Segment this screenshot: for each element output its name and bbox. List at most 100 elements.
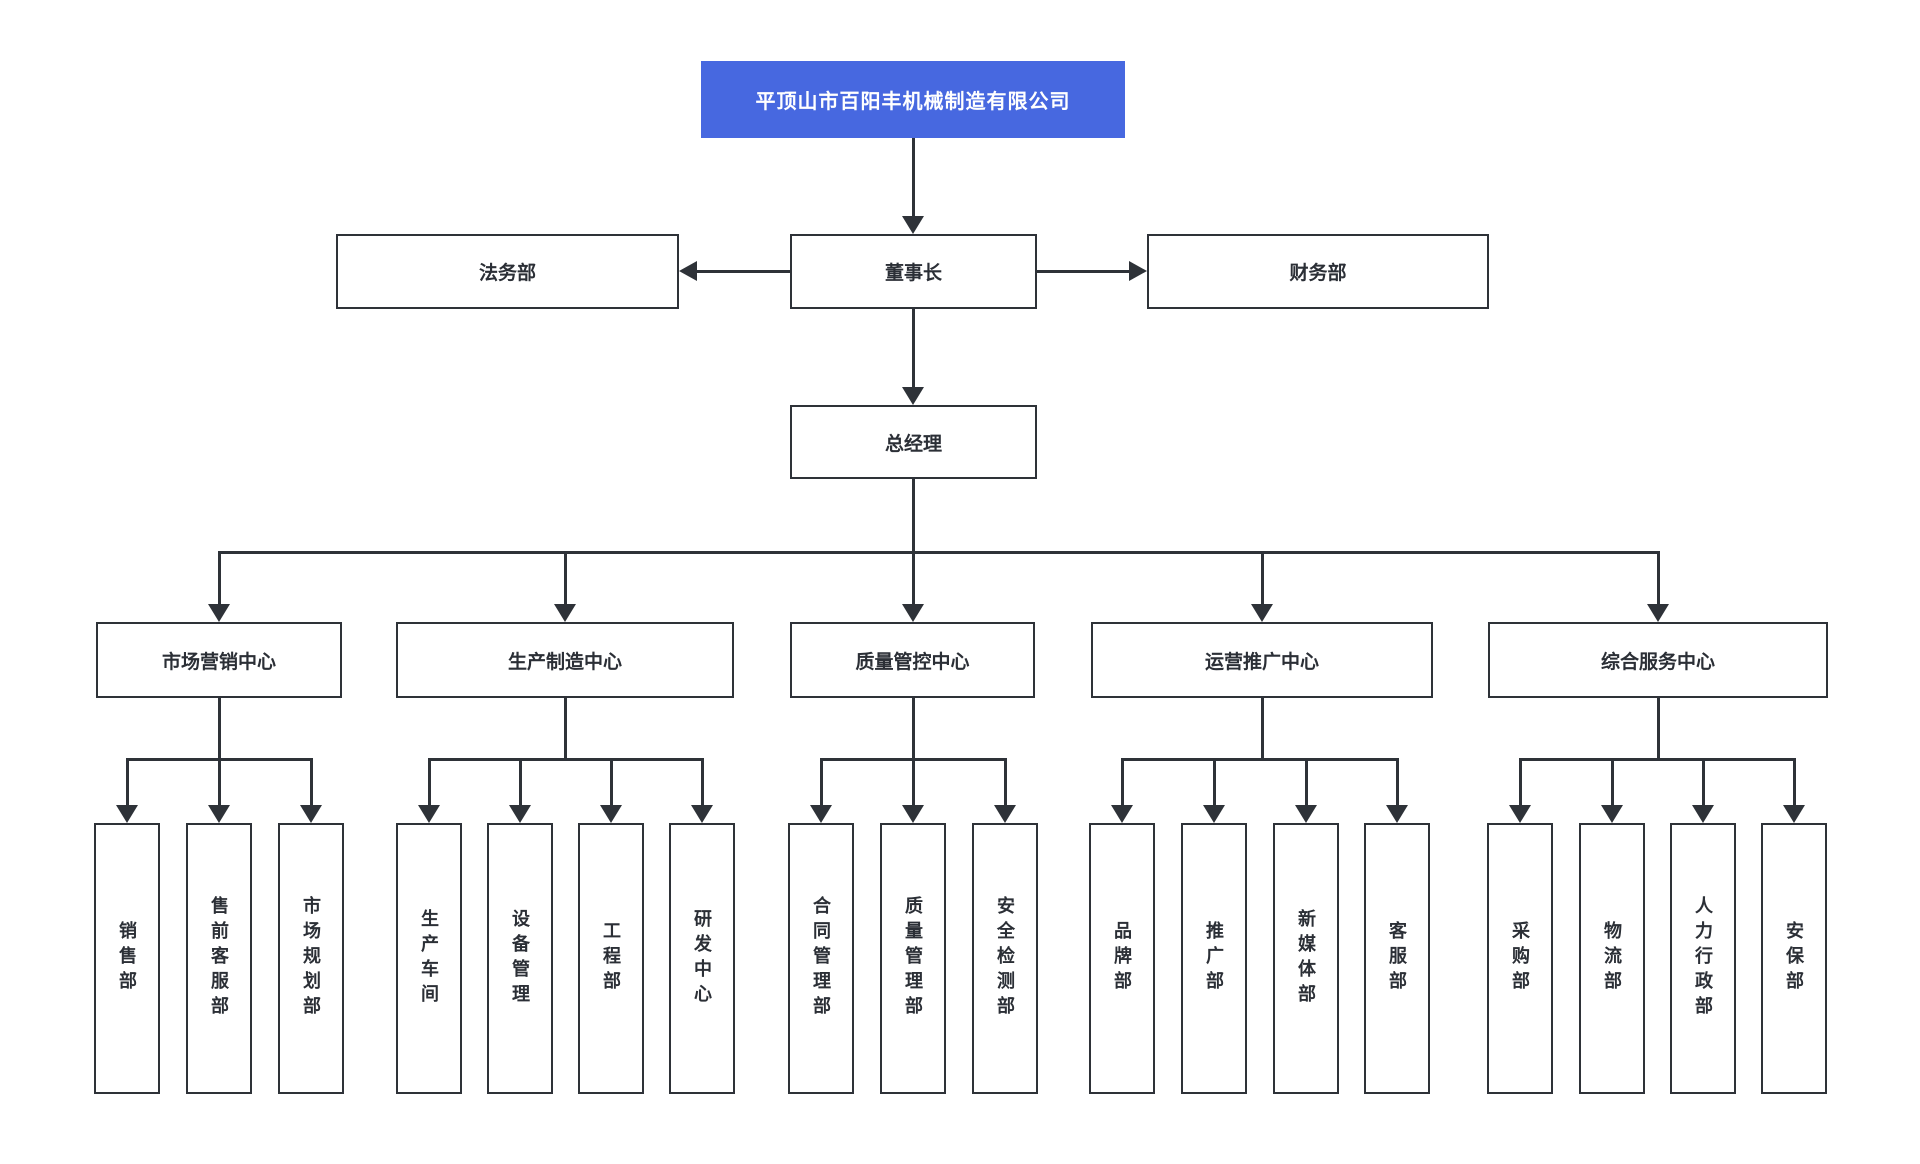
connector-stem-center-4 [1261, 698, 1264, 758]
arrow-down-icon [1601, 805, 1623, 823]
dept-label: 人力行政部 [1693, 896, 1713, 1021]
arrow-down-icon [994, 805, 1016, 823]
node-dept-presales: 售前客服部 [186, 823, 252, 1094]
arrow-down-icon [1295, 805, 1317, 823]
node-dept-hr-admin: 人力行政部 [1670, 823, 1736, 1094]
connector-bus-group-4 [1121, 758, 1398, 761]
dept-label: 客服部 [1387, 921, 1407, 996]
node-center-operations: 运营推广中心 [1091, 622, 1433, 698]
connector-drop-dept [1519, 758, 1522, 805]
connector-chairman-to-legal [697, 270, 790, 273]
arrow-down-icon [902, 387, 924, 405]
connector-drop-dept [701, 758, 704, 805]
connector-stem-center-3 [912, 698, 915, 758]
arrow-down-icon [810, 805, 832, 823]
arrow-down-icon [116, 805, 138, 823]
node-general-manager: 总经理 [790, 405, 1037, 479]
dept-label: 推广部 [1204, 921, 1224, 996]
dept-label: 市场规划部 [301, 896, 321, 1021]
node-center-manufacturing: 生产制造中心 [396, 622, 734, 698]
company-name-label: 平顶山市百阳丰机械制造有限公司 [755, 91, 1071, 113]
node-chairman: 董事长 [790, 234, 1037, 309]
connector-drop-dept [126, 758, 129, 805]
node-dept-brand: 品牌部 [1089, 823, 1155, 1094]
arrow-down-icon [902, 805, 924, 823]
dept-label: 设备管理 [510, 908, 530, 1009]
node-company-root: 平顶山市百阳丰机械制造有限公司 [701, 61, 1125, 138]
connector-drop-dept [218, 758, 221, 805]
node-dept-safety-testing: 安全检测部 [972, 823, 1038, 1094]
connector-stem-center-1 [218, 698, 221, 758]
arrow-down-icon [1111, 805, 1133, 823]
center-label: 市场营销中心 [161, 651, 276, 673]
arrow-down-icon [208, 604, 230, 622]
legal-dept-label: 法务部 [478, 263, 536, 284]
connector-drop-dept [1793, 758, 1796, 805]
node-dept-engineering: 工程部 [578, 823, 644, 1094]
node-dept-security: 安保部 [1761, 823, 1827, 1094]
connector-drop-dept [519, 758, 522, 805]
connector-drop-dept [912, 758, 915, 805]
node-dept-new-media: 新媒体部 [1273, 823, 1339, 1094]
arrow-down-icon [1783, 805, 1805, 823]
dept-label: 研发中心 [692, 908, 712, 1009]
connector-drop-dept [820, 758, 823, 805]
node-dept-sales: 销售部 [94, 823, 160, 1094]
connector-bus-group-5 [1519, 758, 1795, 761]
connector-drop-dept [1396, 758, 1399, 805]
connector-chairman-to-gm [912, 309, 915, 387]
arrow-down-icon [509, 805, 531, 823]
dept-label: 销售部 [117, 921, 137, 996]
dept-label: 采购部 [1510, 921, 1530, 996]
connector-drop-dept [1305, 758, 1308, 805]
dept-label: 售前客服部 [209, 896, 229, 1021]
connector-drop-dept [310, 758, 313, 805]
arrow-right-icon [1129, 261, 1147, 281]
arrow-down-icon [418, 805, 440, 823]
node-dept-customer-service: 客服部 [1364, 823, 1430, 1094]
node-dept-procurement: 采购部 [1487, 823, 1553, 1094]
arrow-down-icon [691, 805, 713, 823]
connector-chairman-to-finance [1037, 270, 1129, 273]
dept-label: 品牌部 [1112, 921, 1132, 996]
connector-drop-center-1 [218, 551, 221, 604]
arrow-down-icon [1509, 805, 1531, 823]
node-finance-dept: 财务部 [1147, 234, 1489, 309]
arrow-down-icon [554, 604, 576, 622]
dept-label: 安全检测部 [995, 896, 1015, 1021]
arrow-down-icon [1251, 604, 1273, 622]
dept-label: 工程部 [601, 921, 621, 996]
arrow-down-icon [1203, 805, 1225, 823]
dept-label: 质量管理部 [903, 896, 923, 1021]
connector-drop-center-3 [912, 551, 915, 604]
node-dept-contract-mgmt: 合同管理部 [788, 823, 854, 1094]
connector-drop-dept [1121, 758, 1124, 805]
connector-drop-center-2 [564, 551, 567, 604]
connector-drop-center-4 [1261, 551, 1264, 604]
arrow-down-icon [208, 805, 230, 823]
node-dept-equipment-mgmt: 设备管理 [487, 823, 553, 1094]
connector-stem-center-5 [1657, 698, 1660, 758]
connector-drop-dept [1004, 758, 1007, 805]
arrow-down-icon [1692, 805, 1714, 823]
connector-root-to-chairman [912, 138, 915, 216]
node-dept-logistics: 物流部 [1579, 823, 1645, 1094]
node-dept-quality-mgmt: 质量管理部 [880, 823, 946, 1094]
node-dept-rnd-center: 研发中心 [669, 823, 735, 1094]
node-center-marketing: 市场营销中心 [96, 622, 342, 698]
connector-drop-dept [1213, 758, 1216, 805]
center-label: 运营推广中心 [1204, 651, 1319, 673]
arrow-down-icon [600, 805, 622, 823]
connector-drop-center-5 [1657, 551, 1660, 604]
connector-stem-center-2 [564, 698, 567, 758]
connector-drop-dept [1702, 758, 1705, 805]
arrow-down-icon [902, 216, 924, 234]
connector-drop-dept [428, 758, 431, 805]
center-label: 综合服务中心 [1600, 651, 1715, 673]
arrow-left-icon [679, 261, 697, 281]
dept-label: 物流部 [1602, 921, 1622, 996]
arrow-down-icon [1386, 805, 1408, 823]
node-dept-market-planning: 市场规划部 [278, 823, 344, 1094]
connector-drop-dept [610, 758, 613, 805]
